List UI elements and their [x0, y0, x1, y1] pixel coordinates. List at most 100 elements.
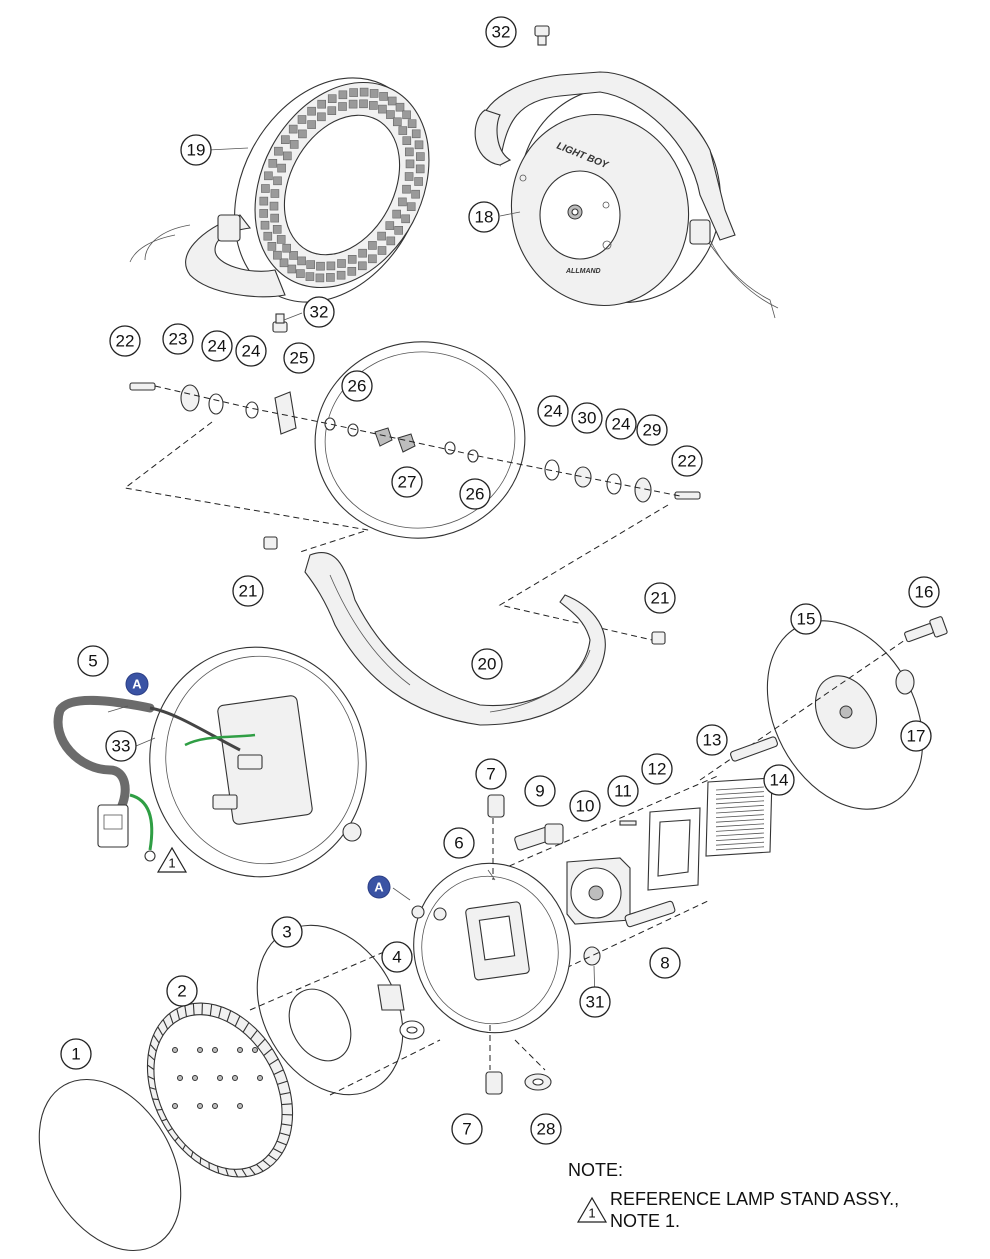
svg-text:13: 13 [703, 731, 722, 750]
led-square [387, 96, 397, 106]
led-square [402, 110, 411, 120]
led-square [395, 102, 405, 112]
led-square [377, 246, 387, 255]
led-square [315, 273, 325, 283]
led-square [379, 92, 388, 101]
led-square [273, 176, 282, 186]
board-hole [217, 1075, 223, 1081]
board-hole [197, 1047, 203, 1053]
callout-18: 18 [468, 201, 500, 233]
callout-16: 16 [908, 576, 940, 608]
led-square [368, 101, 378, 110]
led-square [404, 147, 414, 157]
svg-text:11: 11 [614, 782, 632, 801]
heatsink-fin [279, 1132, 290, 1137]
led-square [358, 248, 367, 258]
led-square [398, 197, 407, 207]
heatsink-fin [216, 1165, 220, 1174]
heatsink-fin [279, 1091, 291, 1096]
led-square [326, 261, 336, 271]
callout-22-left: 22 [109, 325, 141, 357]
led-square [287, 264, 297, 274]
callout-15: 15 [790, 603, 822, 635]
board-hole [177, 1075, 183, 1081]
filter-slat [715, 818, 765, 823]
svg-text:22: 22 [678, 452, 697, 471]
yoke-bracket [304, 551, 606, 726]
heatsink-fin [182, 1144, 186, 1150]
board-hole [192, 1075, 198, 1081]
led-square [282, 243, 292, 253]
filter-slat [715, 841, 765, 846]
led-square [394, 226, 404, 235]
led-square [307, 120, 316, 129]
callout-7-bottom: 7 [451, 1113, 483, 1145]
svg-text:9: 9 [535, 782, 544, 801]
heatsink-fin [249, 1166, 256, 1175]
svg-text:26: 26 [466, 485, 485, 504]
flag-a-right: A [367, 875, 391, 899]
led-square [289, 140, 299, 149]
callout-17: 17 [900, 720, 932, 752]
led-square [337, 259, 346, 268]
heatsink-fin [281, 1123, 292, 1127]
led-square [306, 260, 316, 269]
filter-slat [715, 800, 765, 805]
filter-slat [715, 828, 765, 832]
led-square [327, 94, 337, 103]
main-housing [411, 794, 571, 1095]
board-hole [212, 1103, 218, 1109]
led-square [327, 106, 337, 115]
led-ring [259, 87, 425, 283]
led-square [263, 231, 273, 241]
led-square [377, 231, 386, 241]
led-square [338, 102, 347, 111]
filter-slat [715, 823, 765, 828]
heatsink-fin [149, 1086, 157, 1090]
heatsink-fin [273, 1069, 284, 1075]
led-square [407, 119, 417, 128]
filter-slat [715, 814, 765, 818]
svg-text:33: 33 [112, 737, 131, 756]
screw-21-right [651, 631, 666, 645]
callout-25: 25 [283, 342, 315, 374]
led-square [270, 213, 280, 223]
heatsink-fin [161, 1118, 167, 1122]
heatsink-fin [277, 1080, 288, 1085]
callout-11: 11 [607, 775, 639, 807]
heatsink-fin [250, 1029, 258, 1040]
svg-text:8: 8 [660, 954, 669, 973]
heatsink-fin [225, 1168, 229, 1176]
lamp-assembly-front [129, 77, 430, 303]
svg-text:32: 32 [492, 23, 511, 42]
led-square [368, 241, 377, 250]
callout-32-top: 32 [485, 16, 517, 48]
led-square [289, 251, 298, 260]
led-square [326, 273, 335, 282]
led-square [336, 270, 346, 280]
callout-5: 5 [77, 645, 109, 677]
callout-26-b: 26 [459, 478, 491, 510]
filter-slat [715, 837, 765, 841]
svg-text:7: 7 [462, 1120, 471, 1139]
led-square [267, 242, 277, 251]
callout-14: 14 [763, 764, 795, 796]
heatsink-fin [153, 1034, 160, 1044]
led-square [269, 201, 279, 211]
filter-slat [715, 832, 765, 837]
callout-9: 9 [524, 775, 556, 807]
svg-text:19: 19 [187, 141, 206, 160]
heatsink-fin [147, 1054, 155, 1061]
svg-text:1: 1 [71, 1045, 80, 1064]
svg-text:16: 16 [915, 583, 934, 602]
callout-21-right: 21 [644, 582, 676, 614]
led-square [261, 184, 270, 193]
led-square [272, 225, 282, 234]
led-square [307, 106, 316, 116]
lamp-assembly-rear: LIGHT BOY ALLMAND [474, 71, 779, 319]
led-square [348, 99, 358, 109]
svg-text:A: A [132, 677, 142, 692]
led-square [277, 163, 286, 173]
led-square [369, 89, 379, 98]
board-hole [252, 1047, 258, 1053]
